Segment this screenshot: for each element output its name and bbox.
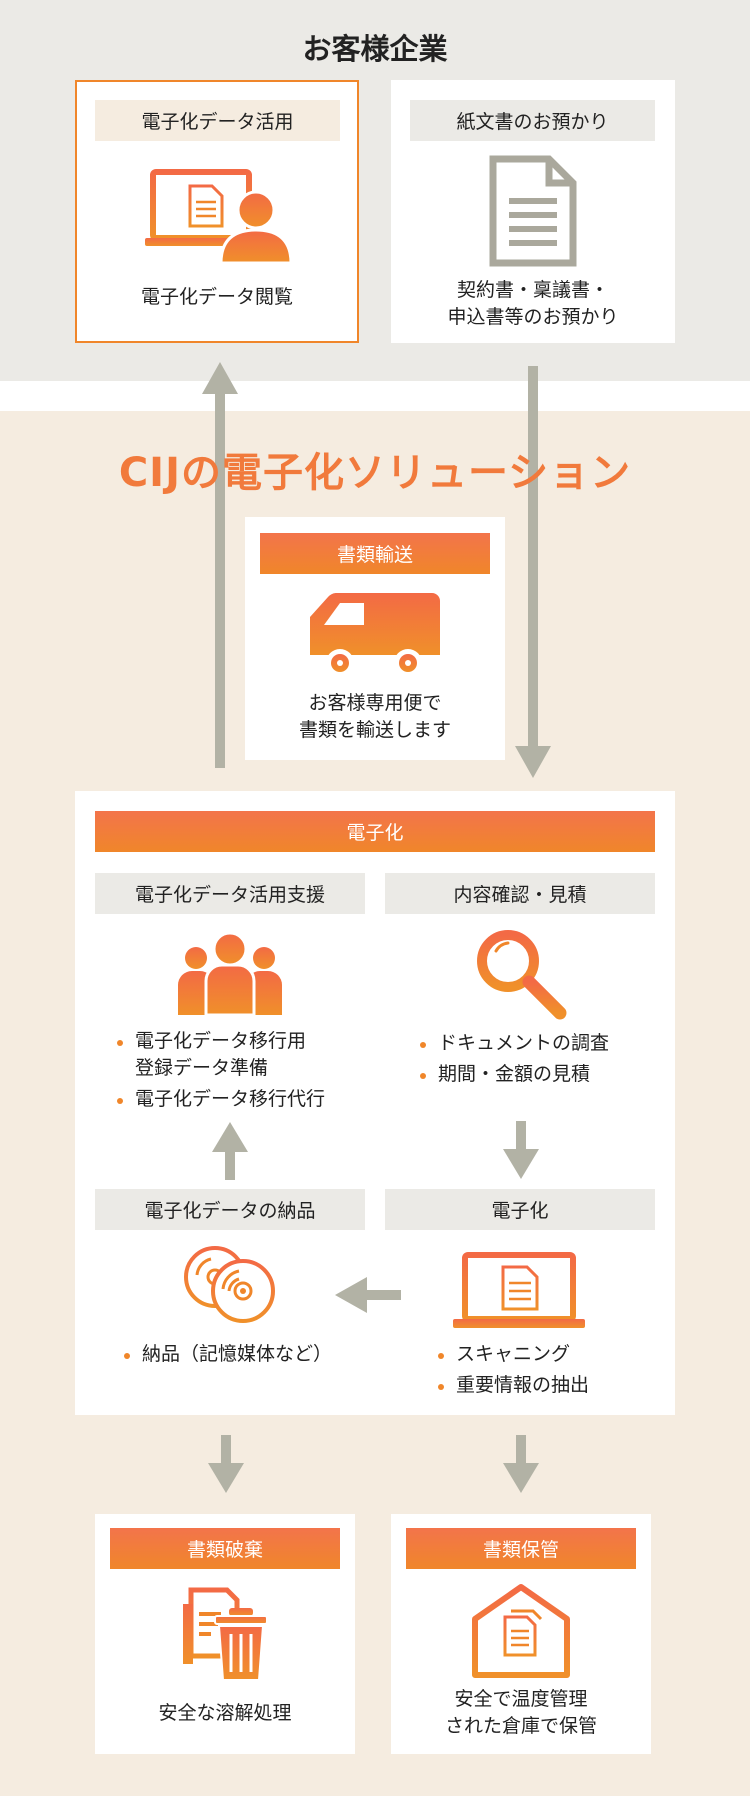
laptop-user-icon	[145, 168, 290, 263]
delivery-van-icon	[310, 593, 440, 679]
list-item: 期間・金額の見積	[418, 1061, 609, 1088]
people-group-icon	[178, 933, 282, 1015]
list-item: 電子化データ移行代行	[115, 1086, 325, 1113]
data-usage-caption: 電子化データ閲覧	[140, 286, 293, 308]
list-item: 納品（記憶媒体など）	[122, 1341, 332, 1368]
scan-header: 電子化	[385, 1189, 655, 1230]
disc-media-icon	[183, 1245, 278, 1325]
storage-header: 書類保管	[406, 1528, 636, 1569]
data-usage-header: 電子化データ活用	[95, 100, 340, 141]
transport-caption-2: 書類を輸送します	[298, 719, 451, 741]
trash-document-icon	[181, 1586, 271, 1682]
arrow-left-to-delivery	[335, 1277, 401, 1313]
disposal-caption: 安全な溶解処理	[158, 1702, 292, 1724]
list-item: ドキュメントの調査	[418, 1030, 609, 1057]
delivery-bullets: 納品（記憶媒体など）	[122, 1341, 332, 1372]
support-bullets: 電子化データ移行用登録データ準備 電子化データ移行代行	[115, 1028, 325, 1117]
list-item: 重要情報の抽出	[436, 1372, 589, 1399]
storage-caption-2: された倉庫で保管	[444, 1715, 597, 1737]
arrow-up-return	[202, 362, 238, 768]
arrow-up-to-support	[212, 1122, 248, 1180]
review-bullets: ドキュメントの調査 期間・金額の見積	[418, 1030, 609, 1092]
transport-caption-1: お客様専用便で	[308, 692, 442, 714]
storage-caption-1: 安全で温度管理	[454, 1688, 588, 1710]
arrow-down-to-disposal	[208, 1435, 244, 1493]
paper-custody-caption-2: 申込書等のお預かり	[447, 306, 619, 328]
arrow-down-to-storage	[503, 1435, 539, 1493]
digitize-header: 電子化	[95, 811, 655, 852]
disposal-header: 書類破棄	[110, 1528, 340, 1569]
arrow-down-intake	[515, 366, 551, 778]
document-icon	[489, 155, 577, 267]
solution-title: CIJの電子化ソリューション	[118, 450, 632, 496]
paper-custody-header: 紙文書のお預かり	[410, 100, 655, 141]
review-header: 内容確認・見積	[385, 873, 655, 914]
list-item: スキャニング	[436, 1341, 589, 1368]
laptop-document-icon	[453, 1251, 585, 1331]
delivery-header: 電子化データの納品	[95, 1189, 365, 1230]
list-item: 電子化データ移行用登録データ準備	[115, 1028, 325, 1082]
arrow-down-to-scan	[503, 1121, 539, 1179]
magnifier-icon	[474, 927, 568, 1021]
paper-custody-caption-1: 契約書・稟議書・	[456, 279, 609, 301]
transport-header: 書類輸送	[260, 533, 490, 574]
scan-bullets: スキャニング 重要情報の抽出	[436, 1341, 589, 1403]
customer-title: お客様企業	[302, 32, 448, 66]
warehouse-document-icon	[471, 1583, 571, 1679]
support-header: 電子化データ活用支援	[95, 873, 365, 914]
